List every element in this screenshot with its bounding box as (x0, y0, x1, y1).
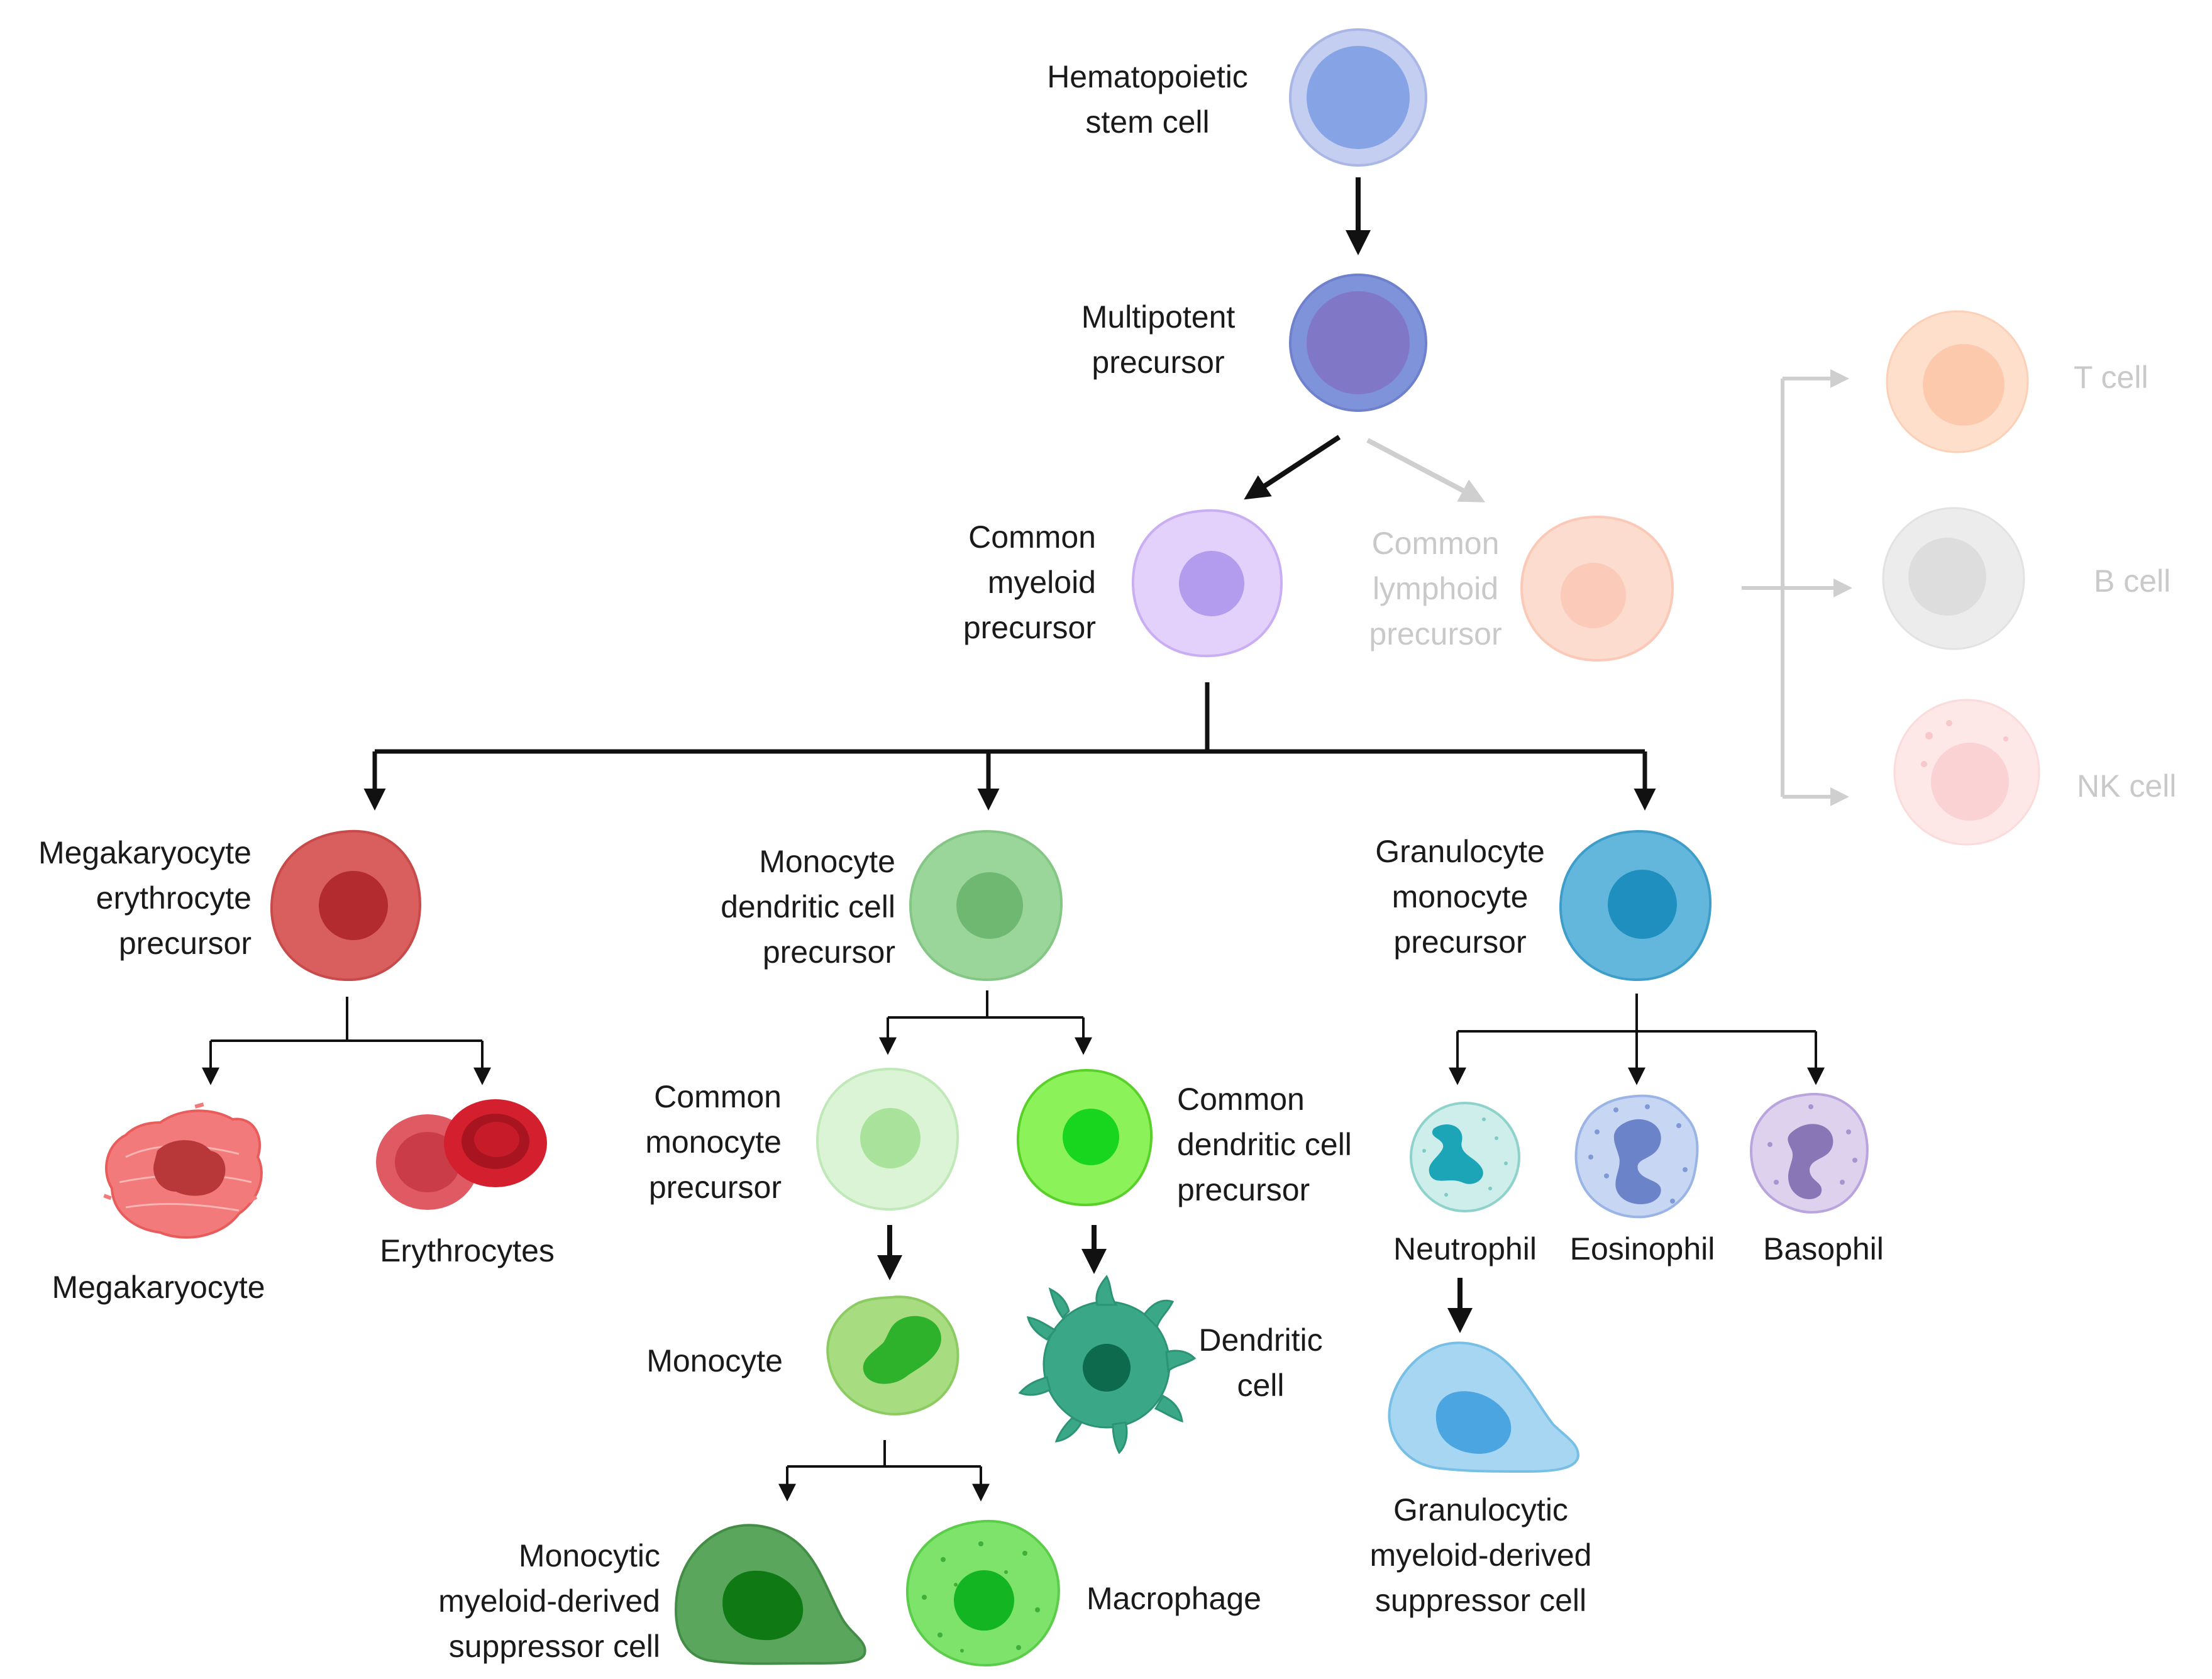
gmp-cell (1559, 829, 1712, 982)
gmp-branches (1449, 994, 1825, 1085)
arrow-mpp-clp (1366, 438, 1486, 502)
cdp-cell (1016, 1068, 1153, 1207)
monocyte-cell (826, 1295, 959, 1416)
cmp-cell (1131, 509, 1283, 658)
macrophage-cell (906, 1520, 1060, 1666)
myeloid-branches (363, 682, 1656, 811)
neutrophil-cell (1410, 1102, 1520, 1212)
clp-cell (1520, 515, 1674, 662)
mdp-cell (909, 829, 1063, 982)
cmop-cell (816, 1067, 959, 1211)
connectors (202, 177, 1852, 1502)
erythrocytes-cell (376, 1099, 547, 1210)
lymphoid-branches (1742, 369, 1852, 806)
gmdsc-cell (1388, 1341, 1580, 1473)
mep-branches (202, 997, 491, 1085)
eosinophil-cell (1574, 1094, 1699, 1219)
mpp-cell (1289, 274, 1427, 412)
arrow-mpp-cmp (1244, 435, 1341, 500)
b-cell (1882, 507, 2025, 650)
mdp-branches (879, 990, 1092, 1055)
basophil-cell (1749, 1092, 1869, 1214)
monocyte-branches (778, 1440, 990, 1502)
t-cell (1886, 310, 2029, 453)
mmdsc-cell (674, 1524, 866, 1665)
hsc-cell (1289, 28, 1427, 167)
mep-cell (270, 829, 422, 982)
megakaryocyte-cell (103, 1102, 263, 1239)
dendritic-cell (1018, 1275, 1197, 1455)
nk-cell (1893, 699, 2040, 846)
